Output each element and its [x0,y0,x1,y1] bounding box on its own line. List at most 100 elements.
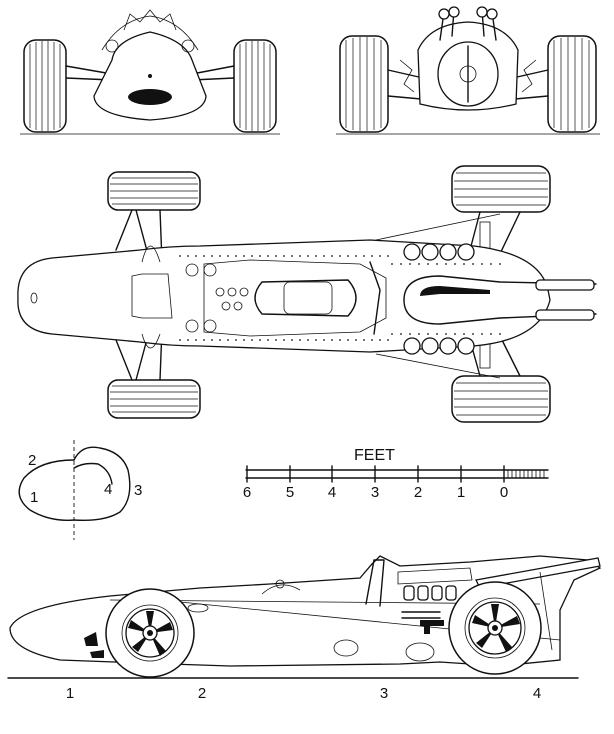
side-view: 1 2 3 4 [7,555,602,702]
side-view-rear-wheel [448,581,542,675]
rivet-dot [409,333,411,335]
top-view-front-right-tire [107,379,201,419]
rivet-dot [267,339,269,341]
rivet-dot [307,255,309,257]
rivet-dot [203,255,205,257]
rivet-dot [243,255,245,257]
rivet-dot [347,339,349,341]
station-label-2: 2 [198,685,206,702]
rivet-dot [347,255,349,257]
rivet-dot [499,333,501,335]
rivet-dot [371,339,373,341]
rivet-dot [454,333,456,335]
rivet-dot [339,339,341,341]
rivet-dot [391,263,393,265]
rivet-dot [371,255,373,257]
rivet-dot [227,255,229,257]
rivet-dot [291,255,293,257]
rivet-dot [472,333,474,335]
rear-view [336,6,600,135]
rivet-dot [400,333,402,335]
cross-section-sketch: 2 1 4 3 [18,440,142,540]
rivet-dot [195,255,197,257]
rivet-dot [179,255,181,257]
scale-tick-0: 0 [500,484,508,501]
rivet-dot [275,255,277,257]
rivet-dot [227,339,229,341]
rivet-dot [436,263,438,265]
scale-tick-3: 3 [371,484,379,501]
rivet-dot [243,339,245,341]
rivet-dot [454,263,456,265]
rivet-dot [219,255,221,257]
station-label-1: 1 [66,685,74,702]
section-label-2: 2 [28,452,36,469]
rivet-dot [283,339,285,341]
rivet-dot [363,339,365,341]
section-label-1: 1 [30,489,38,506]
rivet-dot [499,263,501,265]
rivet-dot [235,255,237,257]
station-label-4: 4 [533,685,541,702]
rear-view-left-tire [339,35,389,133]
rivet-dot [323,255,325,257]
rivet-dot [307,339,309,341]
rivet-dot [339,255,341,257]
rivet-dot [331,255,333,257]
rivet-dot [409,263,411,265]
rivet-dot [387,339,389,341]
rivet-dot [211,339,213,341]
rivet-dot [427,263,429,265]
rivet-dot [235,339,237,341]
top-view-rear-left-tire [451,165,551,213]
rivet-dot [187,255,189,257]
rivet-dot [391,333,393,335]
rivet-dot [251,339,253,341]
station-label-3: 3 [380,685,388,702]
side-view-intakes [397,567,473,601]
rivet-dot [481,263,483,265]
rivet-dot [219,339,221,341]
rivet-dot [400,263,402,265]
rear-view-right-tire [547,35,597,133]
rivet-dot [472,263,474,265]
section-label-4: 4 [104,481,112,498]
scale-tick-1: 1 [457,484,465,501]
rivet-dot [463,263,465,265]
rivet-dot [355,255,357,257]
rivet-dot [211,255,213,257]
scale-tick-2: 2 [414,484,422,501]
rivet-dot [251,255,253,257]
rivet-dot [299,255,301,257]
rivet-dot [427,333,429,335]
section-label-3: 3 [134,482,142,499]
scale-bar: FEET 6 5 4 3 2 1 0 [243,447,549,501]
rivet-dot [379,339,381,341]
rivet-dot [195,339,197,341]
scale-tick-5: 5 [286,484,294,501]
rivet-dot [291,339,293,341]
front-view-right-tire [233,39,277,133]
rivet-dot [436,333,438,335]
top-view-cockpit [254,279,357,317]
rivet-dot [481,333,483,335]
rivet-dot [203,339,205,341]
rivet-dot [445,263,447,265]
side-view-front-wheel [105,588,195,678]
top-view-exhaust [403,275,597,325]
rivet-dot [315,339,317,341]
rivet-dot [418,333,420,335]
scale-unit-label: FEET [354,447,395,464]
scale-ticks [246,465,545,483]
top-view-rear-right-tire [451,375,551,423]
rivet-dot [315,255,317,257]
rivet-dot [267,255,269,257]
rivet-dot [299,339,301,341]
rivet-dot [259,339,261,341]
top-view-front-left-tire [107,171,201,211]
rivet-dot [283,255,285,257]
front-view-radiator-inlet [128,89,172,105]
rivet-dot [179,339,181,341]
rivet-dot [275,339,277,341]
